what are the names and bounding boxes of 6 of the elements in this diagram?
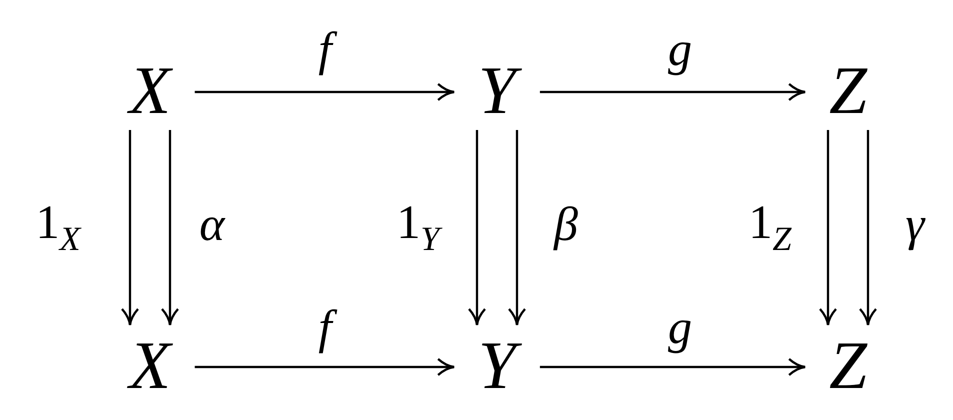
object-symbol: Y (472, 54, 522, 126)
object-symbol: Y (472, 329, 522, 401)
object-symbol: Z (823, 329, 873, 401)
object-symbol: X (123, 54, 177, 126)
object-symbol: X (123, 329, 177, 401)
object-symbol: Z (823, 54, 873, 126)
